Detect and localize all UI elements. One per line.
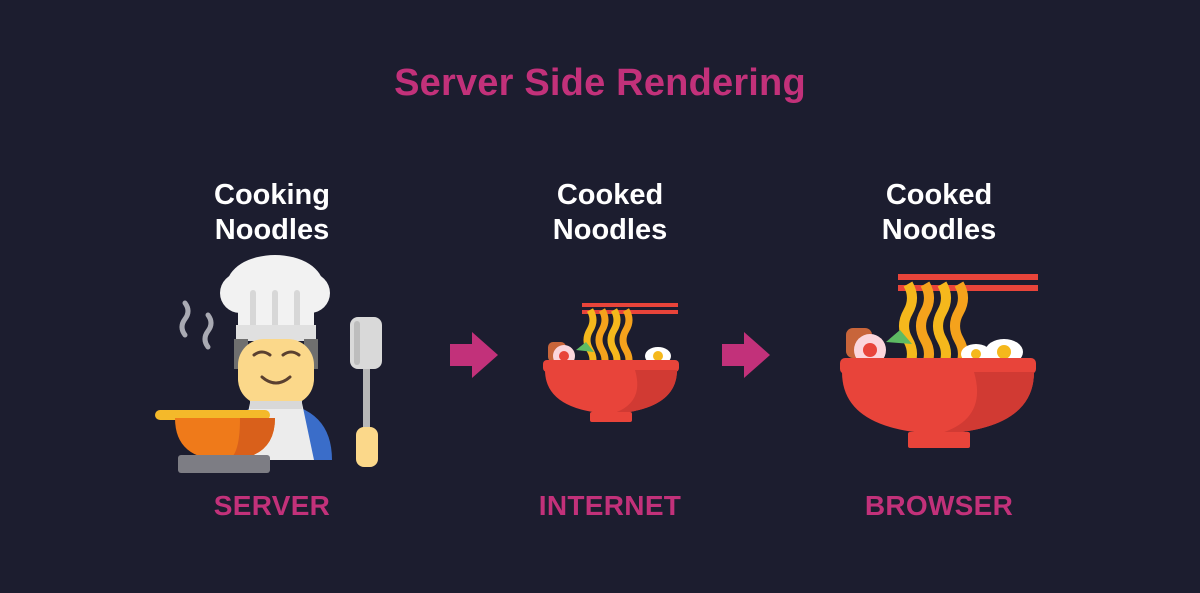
diagram-title: Server Side Rendering (394, 62, 806, 104)
stage-server-caption-line2: Noodles (214, 214, 330, 246)
noodle-bowl-icon (543, 303, 679, 422)
stage-internet-caption-line1: Cooked (556, 179, 664, 211)
stage-internet-label: INTERNET (538, 490, 682, 521)
stage-server-caption: Cooking Noodles (152, 178, 392, 248)
stage-browser-caption-line2: Noodles (881, 214, 997, 246)
stage-server-label: SERVER (213, 490, 331, 521)
stage-browser-caption-line1: Cooked (885, 179, 993, 211)
stage-browser-label: BROWSER (864, 490, 1014, 521)
chef-cooking-icon (155, 255, 382, 473)
stage-internet-caption-line2: Noodles (552, 214, 668, 246)
arrow-right-icon (722, 332, 770, 378)
stage-server-caption-line1: Cooking (214, 179, 330, 211)
noodle-bowl-icon (840, 274, 1038, 448)
stage-browser-caption: Cooked Noodles (819, 178, 1059, 248)
arrow-right-icon (450, 332, 498, 378)
stage-internet-caption: Cooked Noodles (490, 178, 730, 248)
